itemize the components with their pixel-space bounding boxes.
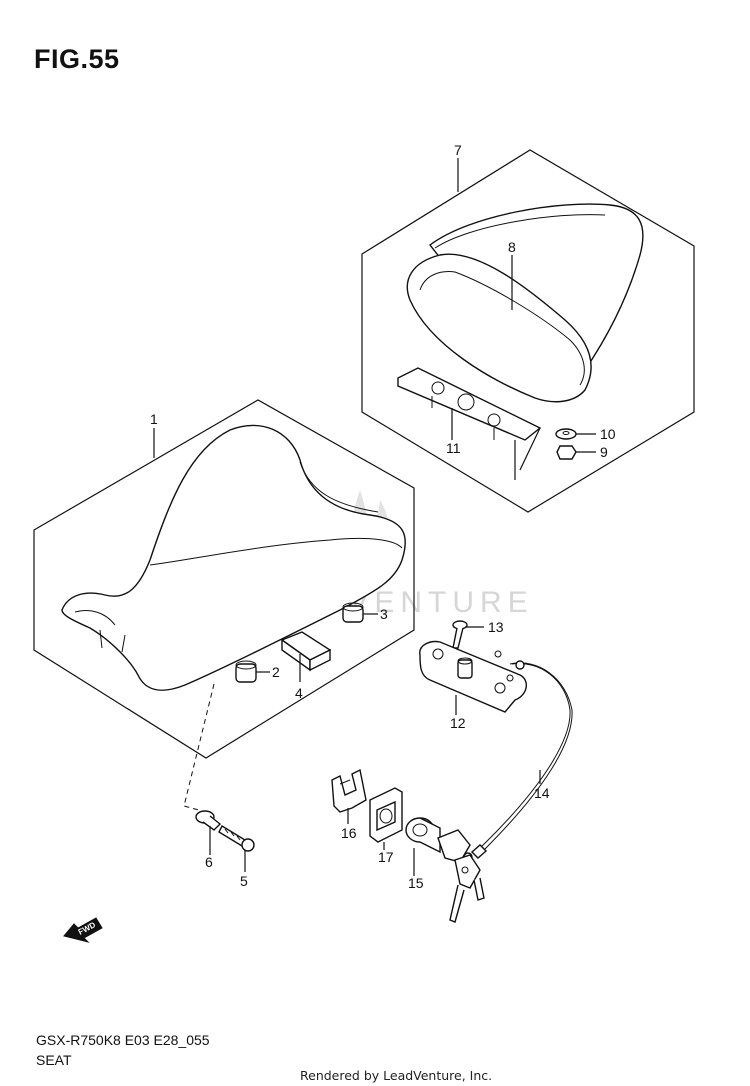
callout-14: 14	[534, 785, 550, 801]
screw-part-13	[452, 620, 468, 649]
figure-code: GSX-R750K8 E03 E28_055	[36, 1032, 210, 1048]
collar-part-6	[195, 810, 222, 831]
callout-6: 6	[205, 854, 213, 870]
callout-16: 16	[341, 825, 357, 841]
callout-12: 12	[450, 715, 466, 731]
rear-seat-bracket	[397, 367, 542, 441]
damper-part-2	[235, 660, 257, 683]
rear-seat-box	[361, 149, 695, 513]
callout-4: 4	[295, 685, 303, 701]
lock-set-part-15	[405, 817, 485, 923]
callout-1: 1	[150, 411, 158, 427]
leader-lines	[153, 158, 596, 876]
front-seat	[61, 424, 406, 691]
bolt-part-5	[218, 825, 255, 852]
front-seat-connector-line	[183, 683, 215, 813]
callout-7: 7	[454, 142, 462, 158]
figure-title: FIG.55	[34, 44, 120, 74]
rendered-by-credit: Rendered by LeadVenture, Inc.	[300, 1068, 493, 1083]
callout-9: 9	[600, 444, 608, 460]
callout-labels: 1 2 3 4 5 6 7 8 9 10 11 12 13 14 15 16 1…	[150, 142, 616, 891]
callout-15: 15	[408, 875, 424, 891]
callout-13: 13	[488, 619, 504, 635]
cover-part-17	[369, 787, 403, 843]
washer-part-10-hole	[562, 431, 570, 435]
forward-arrow-icon: FWD	[63, 917, 103, 943]
callout-3: 3	[380, 606, 388, 622]
callout-5: 5	[240, 873, 248, 889]
damper-part-3	[342, 602, 364, 623]
callout-11: 11	[446, 440, 461, 456]
callout-8: 8	[508, 239, 516, 255]
front-seat-box	[33, 399, 415, 759]
figure-name: SEAT	[36, 1052, 72, 1068]
cushion-part-4	[280, 631, 332, 672]
clip-part-16	[331, 768, 367, 813]
rear-seat-pad	[406, 253, 592, 403]
lock-bracket	[419, 640, 527, 713]
nut-part-9	[556, 445, 577, 460]
callout-2: 2	[272, 664, 280, 680]
callout-10: 10	[600, 426, 616, 442]
callout-17: 17	[378, 849, 394, 865]
